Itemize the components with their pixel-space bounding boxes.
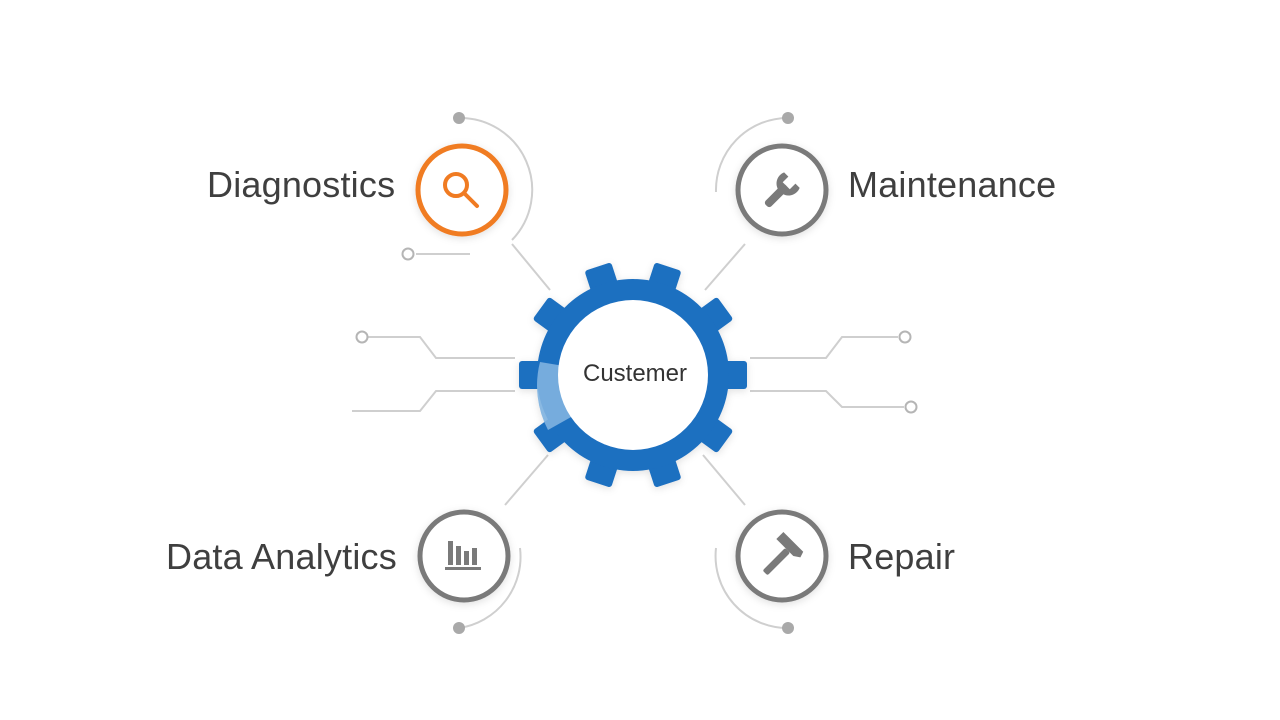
label-maintenance: Maintenance [848,164,1057,205]
circuit-right-lower [750,390,904,408]
gear-hub [558,300,708,450]
circuit-left-lower [352,390,515,412]
spoke-bottom-right [702,454,746,506]
spoke-bottom-left [504,454,549,506]
connector-lines [352,116,904,630]
dot-top-left-solid [453,112,465,124]
arc-top-right-outer [714,117,789,193]
magnifier-icon [443,172,479,208]
node-repair[interactable] [735,509,829,603]
bar-chart-icon [445,541,481,570]
center-label: Custemer [582,360,688,387]
node-maintenance[interactable] [735,143,829,237]
node-diagnostics[interactable] [415,143,509,237]
arc-bottom-left-outer [458,547,522,629]
dot-right-lower-ring [904,400,918,414]
spoke-top-left [511,243,551,291]
spoke-top-right [704,243,746,291]
node-data-analytics[interactable] [417,509,511,603]
arc-bottom-right-outer [714,547,789,630]
dot-top-left-ring [401,247,415,261]
label-data-analytics: Data Analytics [166,536,397,577]
dot-bottom-left-solid [453,622,465,634]
terminal-dots [355,112,918,634]
circuit-left-upper [368,336,515,359]
diagnostics-ring [415,143,509,237]
circuit-right-upper [750,336,898,359]
gear-icon [519,263,747,487]
label-diagnostics: Diagnostics [207,164,396,205]
label-repair: Repair [848,536,956,577]
dot-right-upper-ring [898,330,912,344]
dot-left-upper-ring [355,330,369,344]
wrench-icon [764,172,800,208]
hammer-icon [763,531,804,575]
dot-top-right-solid [782,112,794,124]
arc-top-left-outer [458,116,534,241]
dot-bottom-right-solid [782,622,794,634]
